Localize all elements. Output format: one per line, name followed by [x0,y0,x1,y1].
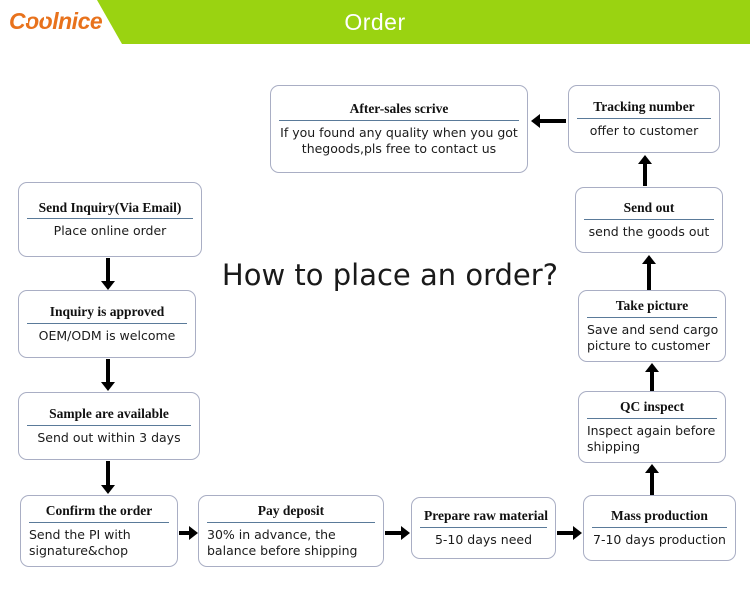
node-qc-inspect-body: Inspect again before shipping [587,422,716,454]
node-sample-available: Sample are available Send out within 3 d… [18,392,200,460]
arrow-head [101,485,115,494]
arrow-head [189,526,198,540]
node-take-picture-title: Take picture [587,297,717,318]
node-send-inquiry: Send Inquiry(Via Email) Place online ord… [18,182,202,257]
node-qc-inspect-title: QC inspect [587,398,717,419]
node-prepare-raw-material-title: Prepare raw material [420,507,548,528]
node-inquiry-approved: Inquiry is approved OEM/ODM is welcome [18,290,196,358]
logo-text-oo: oo [25,8,53,34]
node-take-picture-body: Save and send cargo picture to customer [587,321,719,353]
node-pay-deposit: Pay deposit 30% in advance, the balance … [198,495,384,567]
node-tracking-number-title: Tracking number [577,98,711,119]
node-confirm-order-body: Send the PI with signature&chop [29,526,131,558]
arrow-head [573,526,582,540]
header-green-banner [97,0,750,44]
diagram-heading: How to place an order? [221,258,559,292]
node-send-inquiry-body: Place online order [53,223,167,239]
arrow-head [638,155,652,164]
node-send-out-body: send the goods out [588,223,710,239]
node-inquiry-approved-body: OEM/ODM is welcome [38,327,176,343]
logo-text-post: lnice [52,8,103,34]
brand-logo: Coolnice [9,8,103,35]
arrow-shaft [643,164,647,186]
node-sample-available-body: Send out within 3 days [37,429,181,445]
node-send-inquiry-title: Send Inquiry(Via Email) [27,199,193,220]
arrow-shaft [650,473,654,495]
node-after-sales-body: If you found any quality when you got th… [280,124,518,156]
node-tracking-number: Tracking number offer to customer [568,85,720,153]
arrow-head [101,382,115,391]
arrow-head [401,526,410,540]
node-tracking-number-body: offer to customer [589,122,699,138]
arrow-shaft [106,359,110,382]
node-mass-production: Mass production 7-10 days production [583,495,736,561]
node-pay-deposit-title: Pay deposit [207,502,375,523]
node-take-picture: Take picture Save and send cargo picture… [578,290,726,362]
arrow-shaft [106,258,110,281]
arrow-shaft [647,264,651,290]
node-confirm-order: Confirm the order Send the PI with signa… [20,495,178,567]
node-sample-available-title: Sample are available [27,405,191,426]
node-pay-deposit-body: 30% in advance, the balance before shipp… [207,526,358,558]
arrow-head [101,281,115,290]
page-header: Order Coolnice [0,0,750,44]
arrow-head [645,363,659,372]
node-inquiry-approved-title: Inquiry is approved [27,303,187,324]
arrow-head [645,464,659,473]
arrow-shaft [179,531,189,535]
node-prepare-raw-material: Prepare raw material 5-10 days need [411,497,556,559]
arrow-shaft [557,531,573,535]
arrow-head [531,114,540,128]
arrow-shaft [540,119,566,123]
arrow-shaft [106,461,110,485]
node-send-out-title: Send out [584,199,714,220]
logo-text-pre: C [9,8,26,34]
node-after-sales: After-sales scrive If you found any qual… [270,85,528,173]
page-title: Order [344,9,406,35]
node-qc-inspect: QC inspect Inspect again before shipping [578,391,726,463]
node-after-sales-title: After-sales scrive [279,100,519,121]
node-mass-production-title: Mass production [592,507,727,528]
arrow-shaft [650,372,654,391]
node-send-out: Send out send the goods out [575,187,723,253]
node-prepare-raw-material-body: 5-10 days need [434,531,533,547]
node-confirm-order-title: Confirm the order [29,502,169,523]
arrow-shaft [385,531,401,535]
arrow-head [642,255,656,264]
node-mass-production-body: 7-10 days production [593,531,726,547]
